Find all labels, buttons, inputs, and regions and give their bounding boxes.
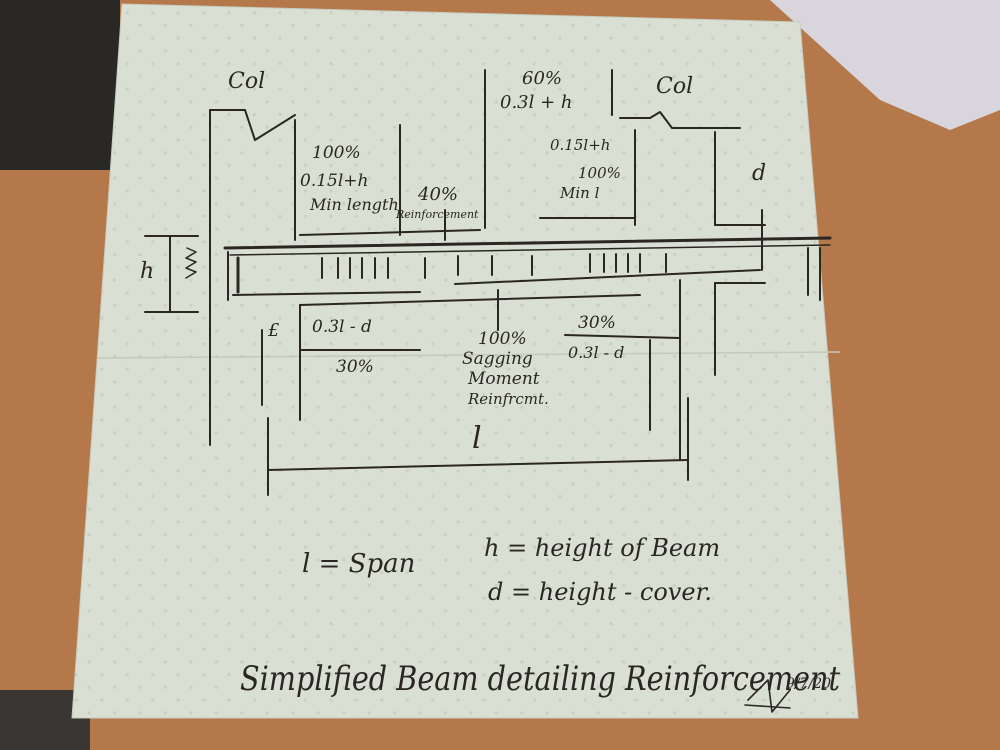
- col-right-label: Col: [656, 74, 693, 99]
- reinforcement-percent: 40%: [417, 184, 458, 205]
- d-dimension-label: d: [752, 161, 766, 186]
- bottom-center-line2: Moment: [467, 369, 540, 389]
- top-left-min: Min length: [309, 195, 399, 214]
- top-center-percent: 60%: [522, 68, 562, 89]
- top-left-length: 0.15l+h: [300, 171, 368, 191]
- signature: [744, 679, 791, 713]
- h-dimension-label: h: [140, 259, 154, 284]
- bottom-left-length: 0.3l - d: [312, 317, 372, 337]
- bottom-right-percent: 30%: [578, 313, 616, 333]
- bottom-center-line1: Sagging: [462, 349, 533, 369]
- legend-span: l = Span: [302, 549, 415, 579]
- legend-height: h = height of Beam: [484, 534, 720, 562]
- reinforcement-label: Reinforcement: [395, 208, 479, 221]
- legend-depth: d = height - cover.: [488, 578, 712, 606]
- beam-outline: [144, 69, 832, 496]
- centerline-label: £: [267, 320, 279, 341]
- span-symbol: l: [472, 421, 482, 456]
- bottom-left-percent: 30%: [336, 357, 374, 377]
- drawing-title: Simplified Beam detailing Reinforcement: [240, 659, 840, 699]
- signature-date: 9/7/20: [786, 676, 831, 692]
- keyboard: [0, 0, 120, 170]
- top-inner-min: Min l: [559, 184, 600, 202]
- top-center-length: 0.3l + h: [500, 92, 573, 113]
- top-left-percent: 100%: [312, 143, 361, 163]
- top-inner-percent: 100%: [578, 164, 621, 182]
- napkin-fold: [96, 351, 841, 359]
- bottom-right-length: 0.3l - d: [568, 343, 624, 362]
- bottom-center-line3: Reinfrcmt.: [467, 390, 549, 408]
- col-left-label: Col: [228, 69, 265, 94]
- napkin: [71, 3, 859, 719]
- top-inner-length: 0.15l+h: [550, 136, 610, 154]
- bottom-center-percent: 100%: [478, 329, 527, 349]
- laptop: [770, 0, 1000, 130]
